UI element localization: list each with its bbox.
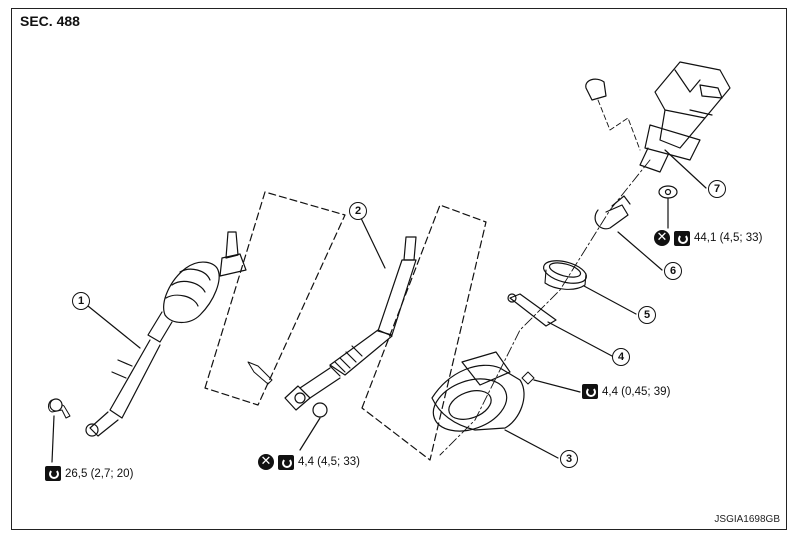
column-bracket-part-7 [639,61,731,173]
axis-zigzag [597,99,641,151]
callout-6: 6 [664,262,682,280]
callout-1: 1 [72,292,90,310]
bolt-part-2 [247,361,273,385]
clip-part-3 [521,371,535,385]
torque-wrench-icon [45,466,61,481]
torque-spec-1: 26,5 (2,7; 20) [45,466,133,481]
dash-boundary-middle [361,204,487,461]
leader-2 [359,215,386,269]
seal-part-5 [542,260,588,284]
torque-spec-1-text: 26,5 (2,7; 20) [65,467,134,480]
leader-spec-1 [51,415,55,463]
bolt-head-part-1 [49,398,63,412]
torque-spec-4-text: 44,1 (4,5; 33) [694,232,763,244]
leader-4 [547,321,613,357]
torque-wrench-icon [278,454,294,470]
leader-6 [617,231,663,271]
leader-1 [87,305,141,349]
washer-part-7 [658,185,678,199]
torque-spec-3: 4,4 (0,45; 39) [582,384,670,399]
torque-wrench-icon [582,384,598,399]
pin-end-part-4 [507,293,517,303]
callout-2: 2 [349,202,367,220]
torque-spec-2: ✕ 4,4 (4,5; 33) [258,454,360,470]
seal-inner-part-5 [548,262,582,278]
callout-5: 5 [638,306,656,324]
diagram-frame [11,8,787,530]
figure-reference-code: JSGIA1698GB [714,514,780,525]
lower-shaft-part-1 [85,231,247,437]
torque-spec-3-text: 4,4 (0,45; 39) [602,385,671,398]
do-not-reuse-icon: ✕ [258,454,274,470]
leader-spec-3 [533,379,581,393]
callout-4: 4 [612,348,630,366]
nut-part-2 [312,402,328,418]
clamp-part-6 [594,204,629,230]
assembly-axis [439,159,651,456]
torque-spec-2-text: 4,4 (4,5; 33) [298,456,361,468]
callout-3: 3 [560,450,578,468]
section-label: SEC. 488 [20,13,80,29]
cap-part-7 [585,78,607,101]
torque-wrench-icon [674,230,690,246]
callout-7: 7 [708,180,726,198]
leader-3 [504,429,559,459]
housing-part-3 [431,351,525,432]
leader-7 [664,149,707,189]
leader-5 [583,285,637,315]
dash-boundary-left [204,191,346,406]
do-not-reuse-icon: ✕ [654,230,670,246]
leader-spec-2 [299,417,321,451]
pin-part-4 [509,293,557,327]
torque-spec-4: ✕ 44,1 (4,5; 33) [654,230,762,246]
intermediate-shaft-part-2 [284,236,417,411]
